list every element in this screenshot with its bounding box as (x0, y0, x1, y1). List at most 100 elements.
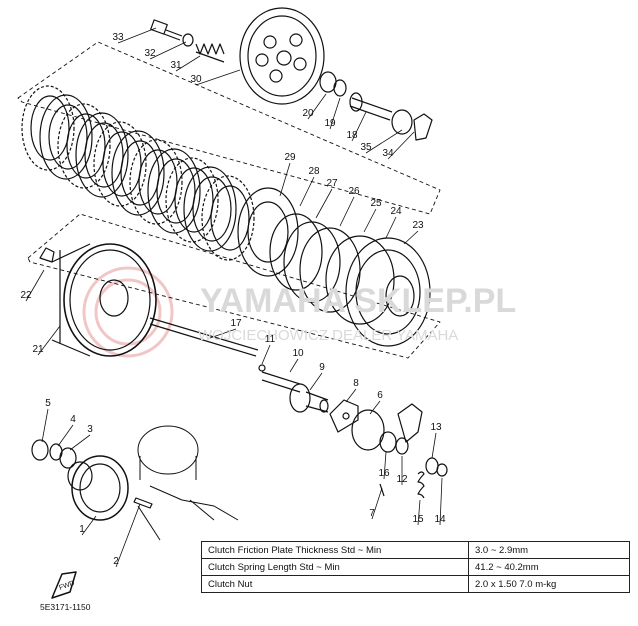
spec-value: 3.0 ~ 2.9mm (468, 541, 630, 559)
primary-drive-gear (67, 455, 129, 521)
clutch-plate-inner (210, 185, 250, 251)
callout-12: 12 (396, 474, 408, 485)
leader-line-29 (279, 162, 291, 197)
washer-13 (425, 457, 439, 475)
push-rod (149, 317, 259, 357)
leader-line-19 (329, 97, 341, 130)
leader-line-32 (149, 41, 187, 60)
leader-line-3 (69, 434, 91, 451)
clutch-plate (21, 85, 75, 171)
plate-group-outline (17, 41, 441, 215)
spec-label: Clutch Friction Plate Thickness Std ~ Mi… (201, 541, 469, 559)
spec-value: 41.2 ~ 40.2mm (468, 558, 630, 576)
callout-26: 26 (348, 186, 360, 197)
pin (379, 483, 385, 497)
leader-lines (25, 27, 443, 568)
clutch-plate (39, 94, 93, 180)
leader-line-1 (81, 515, 97, 536)
spec-label: Clutch Nut (201, 575, 469, 593)
return-spring (417, 471, 425, 499)
callout-29: 29 (284, 152, 296, 163)
clutch-housing (39, 243, 157, 357)
callout-7: 7 (369, 508, 375, 519)
leader-line-18 (351, 111, 367, 142)
spec-label: Clutch Spring Length Std ~ Min (201, 558, 469, 576)
leader-line-15 (417, 499, 421, 526)
callout-5: 5 (45, 398, 51, 409)
callout-15: 15 (412, 514, 424, 525)
hub-group-outline (27, 213, 441, 359)
washer (182, 33, 194, 47)
callout-4: 4 (70, 414, 76, 425)
spec-value: 2.0 x 1.50 7.0 m-kg (468, 575, 630, 593)
clutch-plate (57, 103, 111, 189)
leader-line-16 (383, 451, 387, 480)
callout-1: 1 (79, 524, 85, 535)
leader-line-30 (195, 69, 241, 86)
fwd-arrow-icon (51, 571, 77, 599)
diagram-code: 5E3171-1150 (40, 602, 91, 612)
leader-line-34 (387, 131, 415, 160)
leader-line-6 (369, 400, 381, 415)
callout-22: 22 (20, 290, 32, 301)
leader-line-21 (37, 325, 61, 356)
clutch-plate (111, 130, 165, 216)
leader-line-22 (25, 269, 45, 302)
steel-ball (258, 364, 266, 372)
leader-line-9 (309, 372, 323, 391)
callout-35: 35 (360, 142, 372, 153)
clutch-plate (183, 166, 237, 252)
clutch-boss (237, 187, 431, 347)
spec-table: Clutch Friction Plate Thickness Std ~ Mi… (201, 541, 630, 593)
clutch-lever (395, 403, 423, 455)
clutch-bolt (150, 19, 183, 41)
watermark-title: YAMAHA SKLEP.PL (200, 282, 516, 320)
leader-line-25 (363, 208, 377, 233)
leader-line-13 (431, 432, 437, 459)
leader-line-23 (403, 230, 419, 245)
callout-19: 19 (324, 118, 336, 129)
clutch-plate-inner (48, 104, 88, 170)
callout-18: 18 (346, 130, 358, 141)
clutch-plate-inner (30, 95, 70, 161)
clutch-plate (165, 157, 219, 243)
clutch-plate-inner (138, 149, 178, 215)
callout-3: 3 (87, 424, 93, 435)
leader-line-20 (307, 93, 327, 120)
callout-9: 9 (319, 362, 325, 373)
callout-17: 17 (230, 318, 242, 329)
bracket (329, 399, 359, 433)
clutch-plate-inner (156, 158, 196, 224)
fwd-label: FWD (58, 580, 75, 592)
leader-line-24 (385, 216, 397, 239)
push-lever-shaft (261, 371, 301, 393)
push-rod-assembly (319, 71, 433, 141)
washer-4 (49, 443, 63, 461)
callout-6: 6 (377, 390, 383, 401)
key (133, 497, 153, 509)
callout-10: 10 (292, 348, 304, 359)
leader-line-14 (439, 477, 443, 526)
leader-line-33 (117, 27, 157, 44)
oil-seal (351, 409, 397, 453)
clutch-plate (147, 148, 201, 234)
watermark-subtitle: WOJCIECHOWICZ DEALER YAMAHA (198, 327, 458, 344)
callout-13: 13 (430, 422, 442, 433)
callout-34: 34 (382, 148, 394, 159)
callout-27: 27 (326, 178, 338, 189)
callout-28: 28 (308, 166, 320, 177)
clutch-plate-inner (192, 176, 232, 242)
leader-line-7 (371, 487, 383, 520)
clutch-plate-inner (84, 122, 124, 188)
callout-23: 23 (412, 220, 424, 231)
callout-33: 33 (112, 32, 124, 43)
clutch-plate-inner (66, 113, 106, 179)
callout-30: 30 (190, 74, 202, 85)
callout-32: 32 (144, 48, 156, 59)
callout-25: 25 (370, 198, 382, 209)
clutch-plate (93, 121, 147, 207)
callout-16: 16 (378, 468, 390, 479)
leader-line-11 (261, 344, 271, 365)
